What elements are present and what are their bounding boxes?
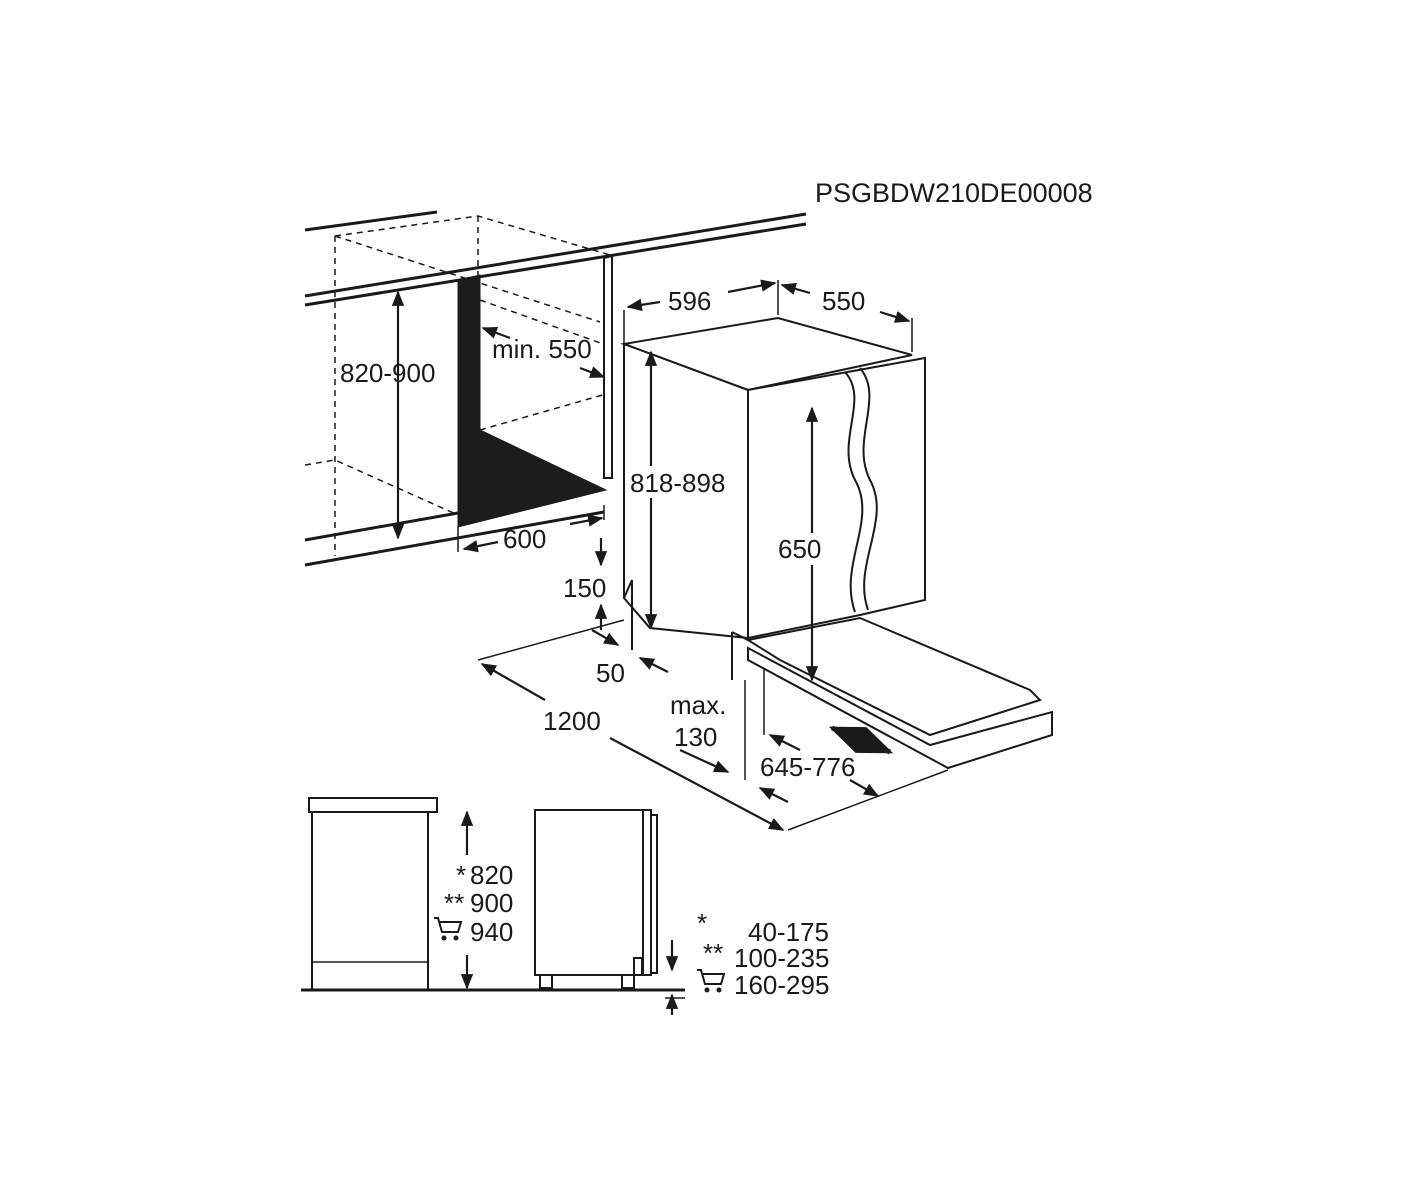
svg-text:*: *	[697, 908, 707, 938]
svg-text:160-295: 160-295	[734, 970, 829, 1000]
appliance-height-label: 818-898	[630, 468, 725, 498]
svg-text:**: **	[703, 938, 723, 968]
door-travel-label: 645-776	[760, 752, 855, 782]
drawing-code: PSGBDW210DE00008	[815, 178, 1093, 208]
dishwasher-body	[620, 316, 1053, 780]
right-variants: * 40-175 ** 100-235 160-295	[697, 908, 829, 1000]
svg-text:100-235: 100-235	[734, 943, 829, 973]
side-elevation-appliance	[534, 809, 658, 989]
plinth-max-label: max.	[670, 690, 726, 720]
niche-width-label: 600	[503, 524, 546, 554]
appliance-depth-label: 550	[822, 286, 865, 316]
niche-height-label: 820-900	[340, 358, 435, 388]
door-open-clearance-label: 1200	[543, 706, 601, 736]
svg-text:40-175: 40-175	[748, 917, 829, 947]
left-variants: * 820 ** 900 940	[434, 860, 513, 947]
side-elevation-worktop	[301, 797, 685, 992]
plinth-height-label: 150	[563, 573, 606, 603]
plinth-max-value: 130	[674, 722, 717, 752]
niche-depth-label: min. 550	[492, 334, 592, 364]
door-height-label: 650	[778, 534, 821, 564]
svg-text:820: 820	[470, 860, 513, 890]
appliance-width-label: 596	[668, 286, 711, 316]
svg-text:940: 940	[470, 917, 513, 947]
svg-text:**: **	[444, 888, 464, 918]
svg-text:900: 900	[470, 888, 513, 918]
plinth-setback-label: 50	[596, 658, 625, 688]
niche-outline	[304, 210, 807, 567]
svg-text:*: *	[456, 860, 466, 890]
cart-icon	[434, 917, 463, 941]
cart-icon	[697, 969, 726, 993]
